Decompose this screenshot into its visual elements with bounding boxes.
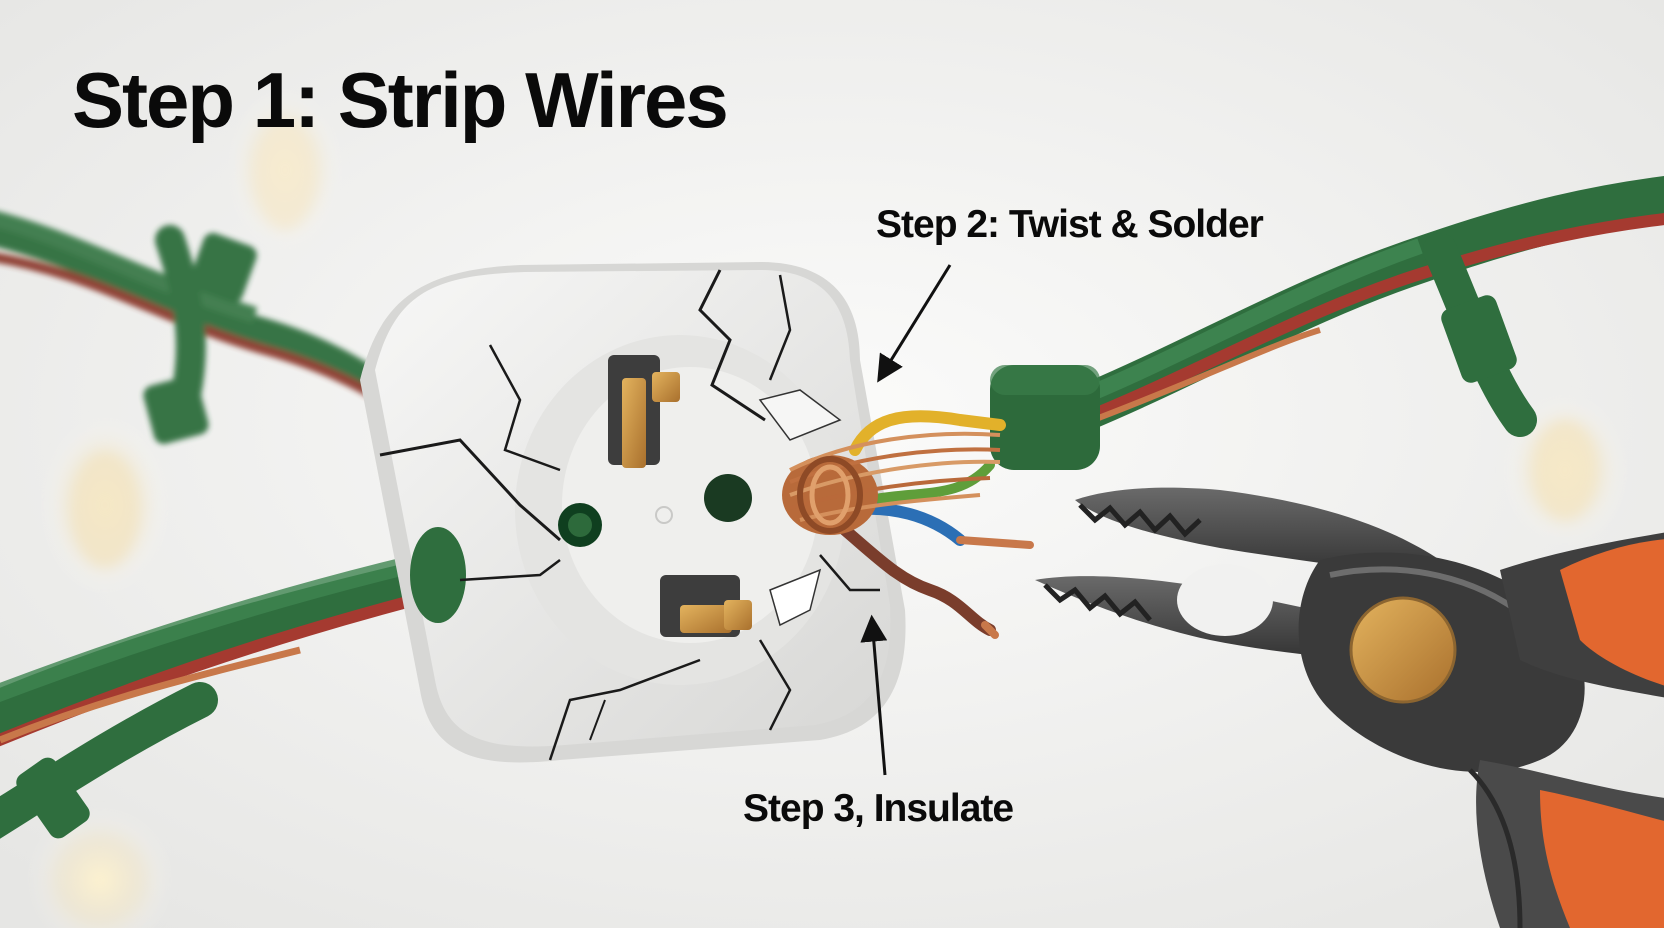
- bulb-icon: [1505, 395, 1625, 545]
- bulb-icon: [30, 810, 170, 928]
- step-2-label: Step 2: Twist & Solder: [876, 203, 1264, 246]
- pliers-icon: [1035, 487, 1664, 928]
- wire-icon: [990, 175, 1664, 470]
- wire-icon: [0, 551, 452, 839]
- step-3-label: Step 3, Insulate: [743, 787, 1014, 830]
- bulb-icon: [230, 90, 340, 250]
- left-light-string: [0, 211, 413, 444]
- step-1-title: Step 1: Strip Wires: [72, 56, 729, 144]
- bulb-icon: [43, 417, 167, 593]
- outlet-icon: [360, 262, 906, 763]
- wire-icon: [782, 410, 1034, 639]
- arrow-icon: [877, 264, 952, 383]
- arrow-icon: [860, 614, 888, 776]
